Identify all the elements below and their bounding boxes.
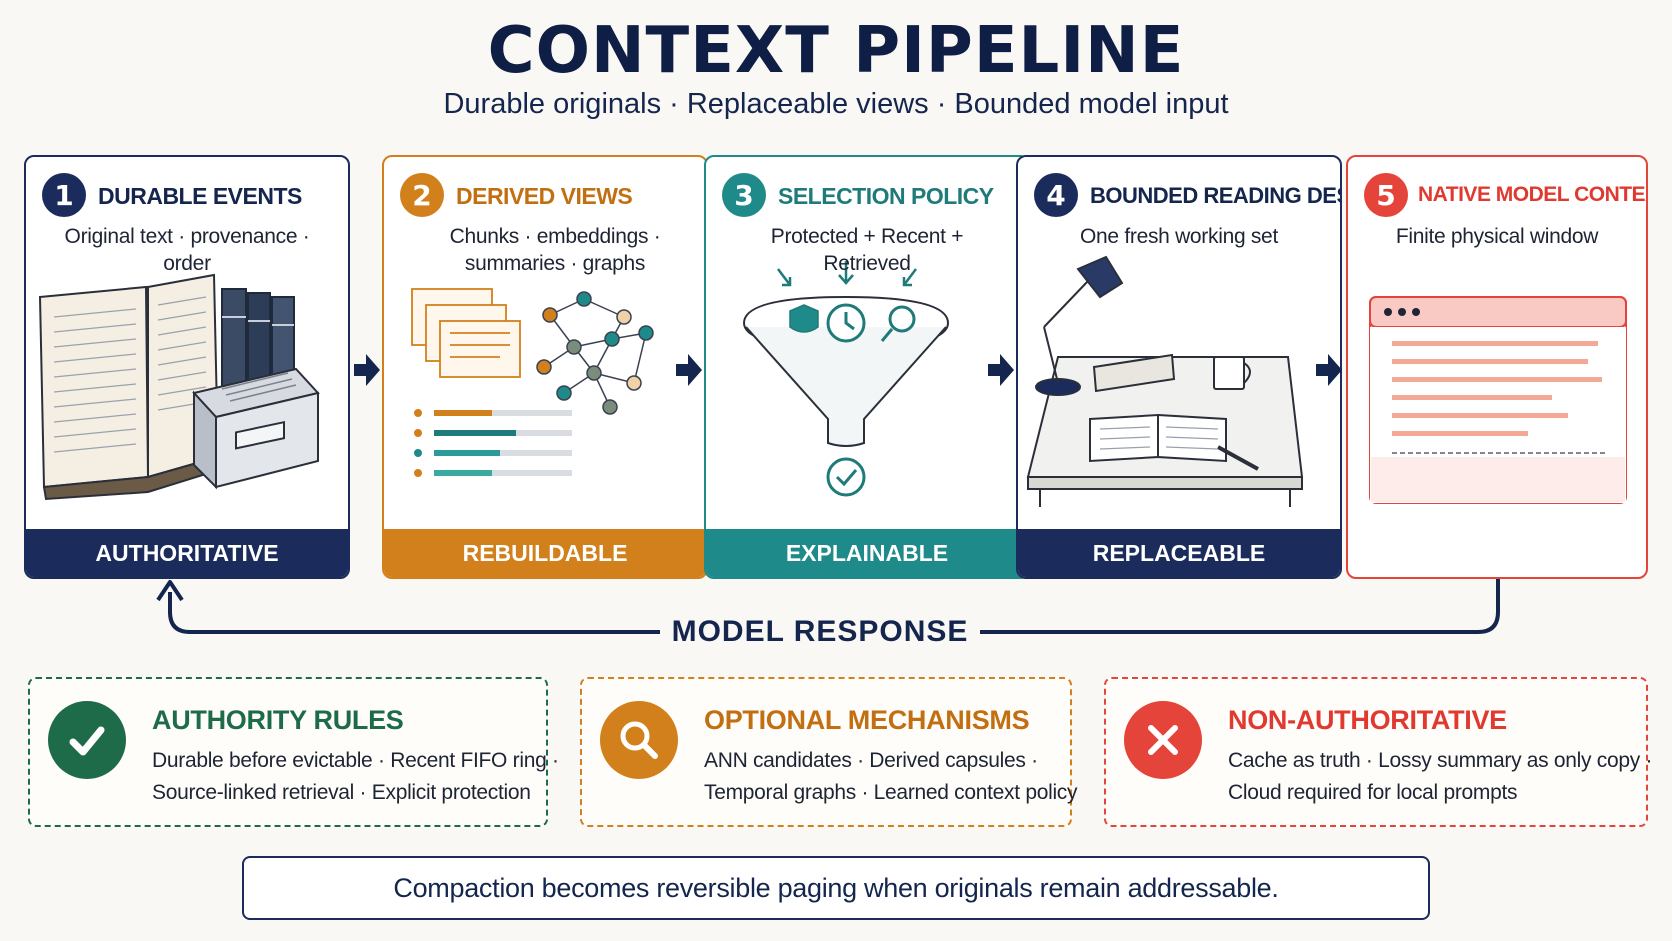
stage-native-model-context: 5 NATIVE MODEL CONTEXT Finite physical w… (1346, 155, 1648, 579)
note-line: Temporal graphs · Learned context policy (704, 781, 1078, 804)
stage-footer-label: REBUILDABLE (384, 529, 706, 577)
stage-title: NATIVE MODEL CONTEXT (1418, 183, 1648, 206)
stage-title: BOUNDED READING DESK (1090, 183, 1342, 208)
note-line: Durable before evictable · Recent FIFO r… (152, 749, 559, 772)
stage-number-badge: 3 (722, 173, 766, 217)
page-title: CONTEXT PIPELINE (487, 14, 1185, 88)
summary-statement: Compaction becomes reversible paging whe… (242, 856, 1430, 920)
model-response-label: MODEL RESPONSE (660, 615, 980, 649)
stage-description: Chunks · embeddings · summaries · graphs (449, 225, 661, 275)
stage-selection-policy: 3 SELECTION POLICY Protected + Recent + … (704, 155, 1030, 579)
check-icon (48, 701, 126, 779)
derived-views-illustration (411, 288, 654, 477)
note-line: Cloud required for local prompts (1228, 781, 1518, 804)
book-archive-illustration (38, 273, 320, 501)
note-optional-mechanisms: OPTIONAL MECHANISMS ANN candidates · Der… (580, 677, 1078, 827)
funnel-illustration (742, 261, 950, 497)
page-subtitle: Durable originals · Replaceable views · … (443, 88, 1229, 120)
arrow-icon (676, 354, 702, 386)
note-authority-rules: AUTHORITY RULES Durable before evictable… (28, 677, 559, 827)
stage-title: DURABLE EVENTS (98, 183, 302, 209)
note-non-authoritative: NON-AUTHORITATIVE Cache as truth · Lossy… (1104, 677, 1652, 827)
stage-title: SELECTION POLICY (778, 183, 994, 209)
arrow-icon (354, 354, 380, 386)
stage-number-badge: 4 (1034, 173, 1078, 217)
stage-number-badge: 1 (42, 173, 86, 217)
stage-description: One fresh working set (1080, 225, 1278, 248)
stage-durable-events: 1 DURABLE EVENTS Original text · provena… (24, 155, 350, 579)
stage-description: Protected + Recent + Retrieved (770, 225, 964, 275)
stage-number-badge: 2 (400, 173, 444, 217)
magnifier-icon (600, 701, 678, 779)
stage-number-badge: 5 (1364, 173, 1408, 217)
note-title: OPTIONAL MECHANISMS (704, 705, 1030, 735)
stage-description: Original text · provenance · order (64, 225, 310, 275)
model-window-illustration (1369, 296, 1627, 504)
note-title: NON-AUTHORITATIVE (1228, 705, 1507, 735)
stage-footer-label: EXPLAINABLE (706, 529, 1028, 577)
note-line: ANN candidates · Derived capsules · (704, 749, 1038, 772)
stage-derived-views: 2 DERIVED VIEWS Chunks · embeddings · su… (382, 155, 708, 579)
stage-footer-label: AUTHORITATIVE (26, 529, 348, 577)
arrow-icon (1316, 354, 1342, 386)
stage-title: DERIVED VIEWS (456, 183, 633, 209)
stage-footer-label: REPLACEABLE (1018, 529, 1340, 577)
stage-bounded-reading-desk: 4 BOUNDED READING DESK One fresh working… (1016, 155, 1342, 579)
x-icon (1124, 701, 1202, 779)
reading-desk-illustration (1026, 255, 1304, 507)
note-title: AUTHORITY RULES (152, 705, 404, 735)
arrow-icon (988, 354, 1014, 386)
note-line: Source-linked retrieval · Explicit prote… (152, 781, 531, 804)
note-line: Cache as truth · Lossy summary as only c… (1228, 749, 1653, 772)
stage-description: Finite physical window (1395, 225, 1599, 248)
